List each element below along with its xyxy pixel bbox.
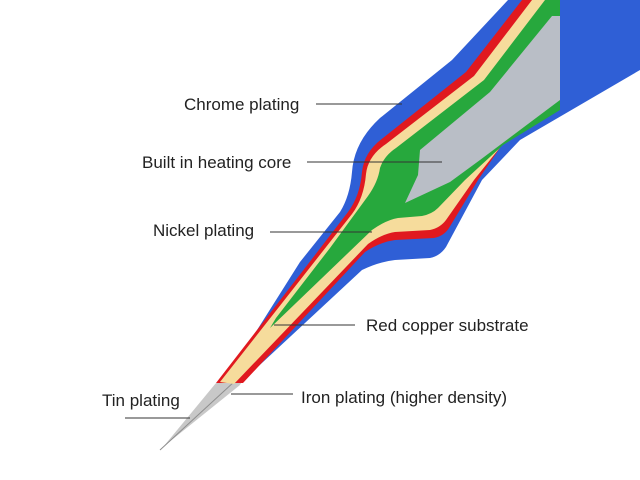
tin-tip-shade xyxy=(159,380,236,451)
heating-core-label: Built in heating core xyxy=(142,153,291,172)
nickel-plating-label: Nickel plating xyxy=(153,221,254,240)
heating-core-layer xyxy=(405,16,560,203)
tin-plating-label: Tin plating xyxy=(102,391,180,410)
chrome-plating-label: Chrome plating xyxy=(184,95,299,114)
nickel-plating-layer xyxy=(270,0,560,328)
copper-substrate-label: Red copper substrate xyxy=(366,316,529,335)
tin-tip xyxy=(157,375,248,453)
iron-plating-label: Iron plating (higher density) xyxy=(301,388,507,407)
